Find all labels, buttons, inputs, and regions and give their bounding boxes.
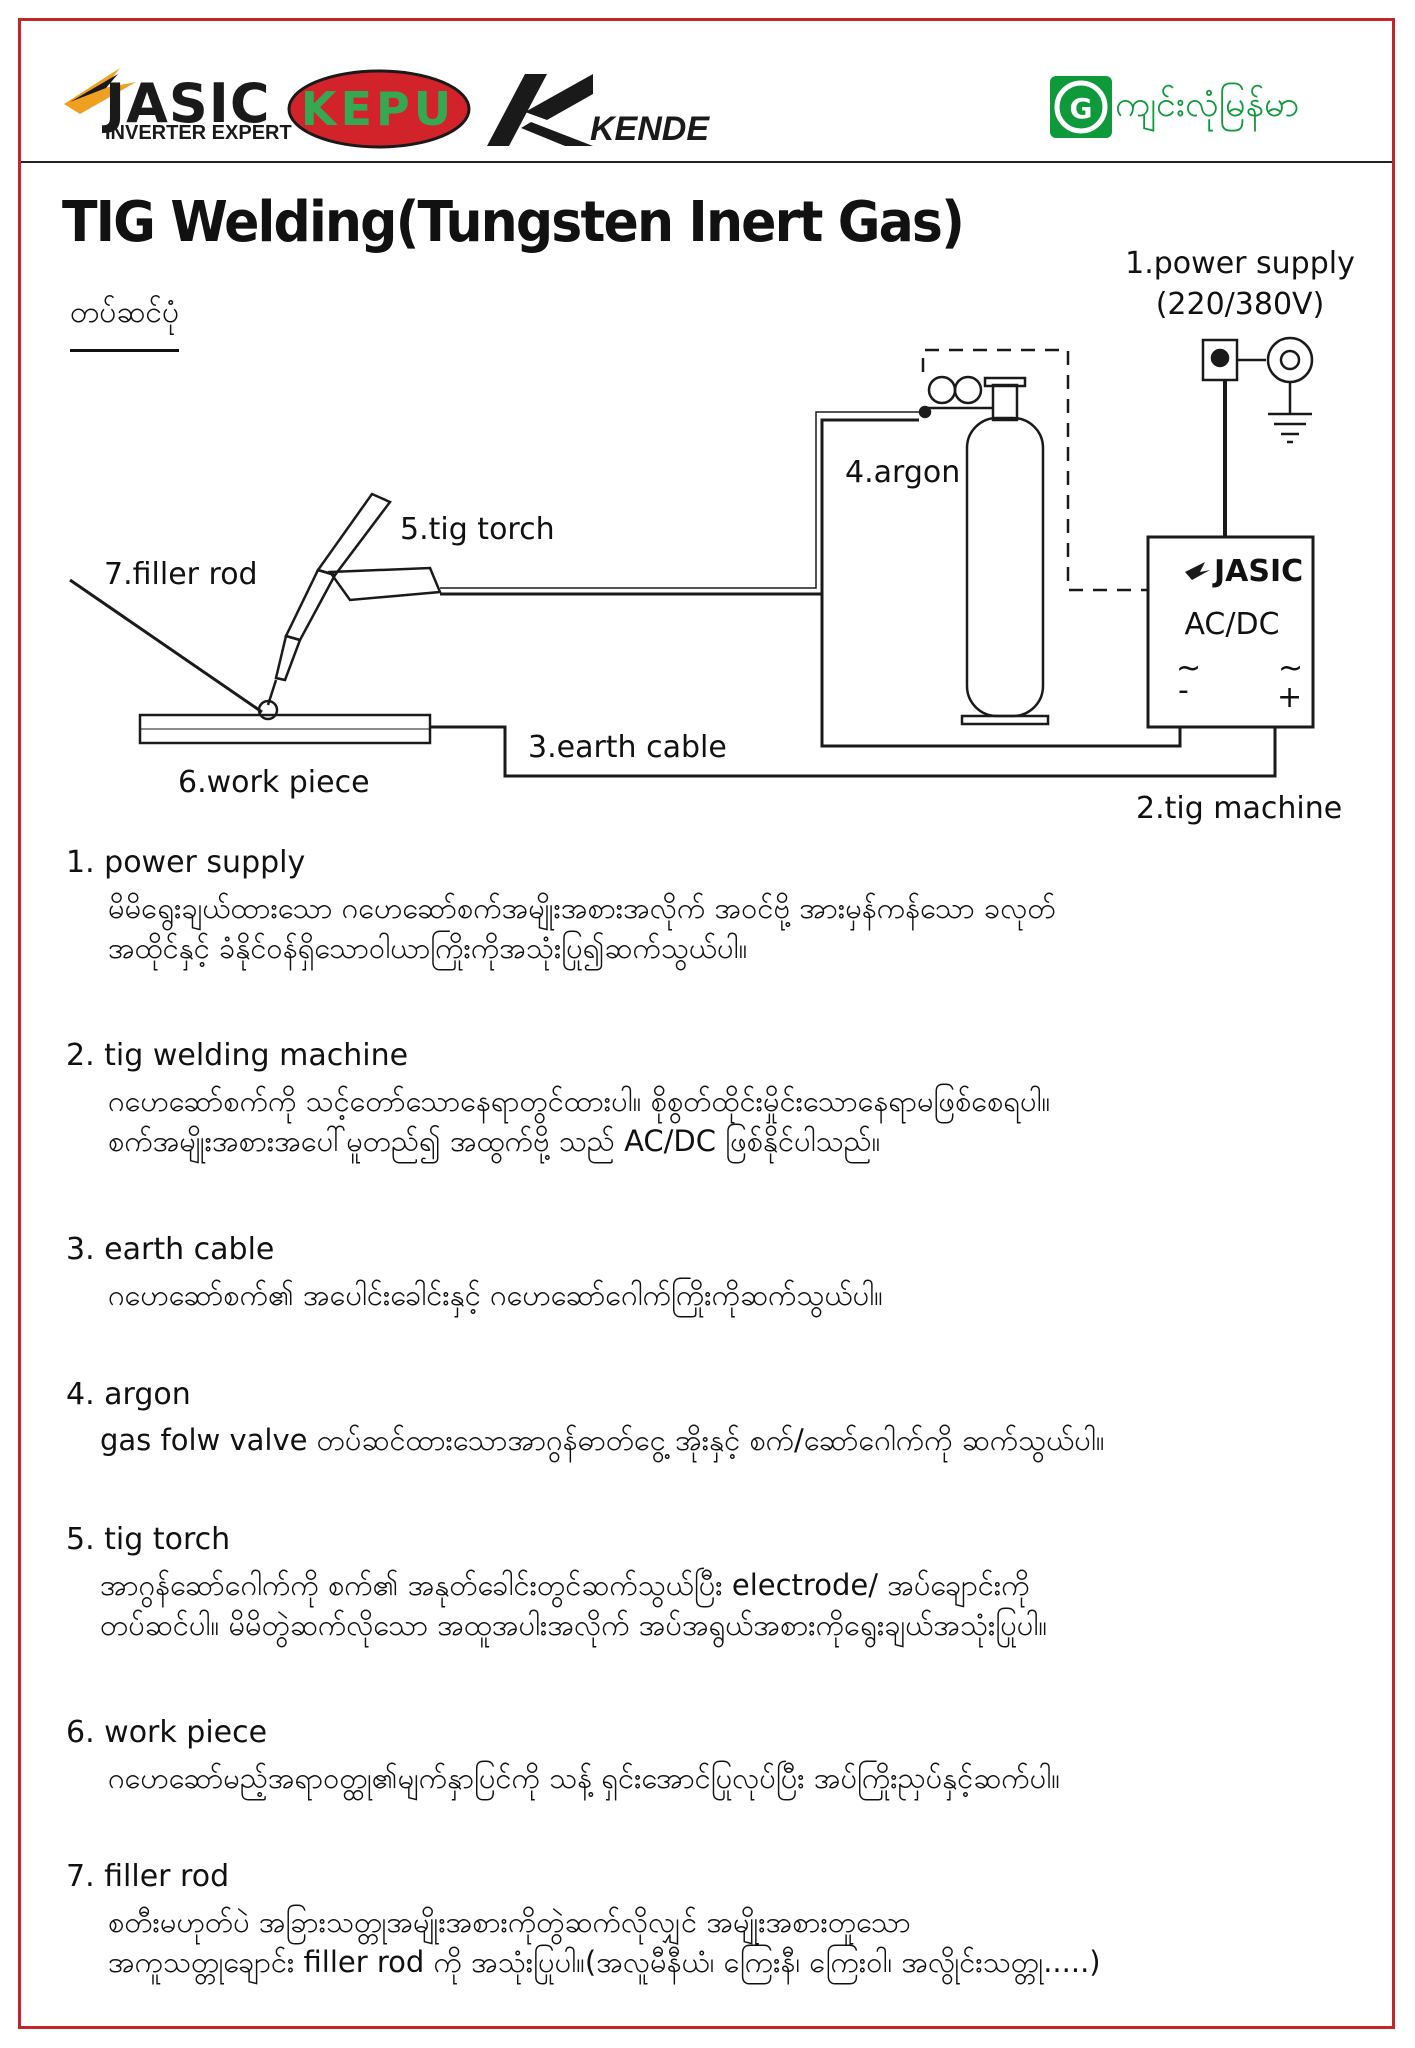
terminal-ac-mark-2: ~	[1278, 651, 1303, 686]
item-title: 3. earth cable	[66, 1232, 275, 1267]
torch-hose	[440, 418, 919, 596]
svg-text:G: G	[1070, 92, 1093, 125]
terminal-plus-label: +	[1277, 680, 1302, 715]
item-title: 4. argon	[66, 1377, 191, 1412]
power-supply-label: 1.power supply	[1125, 246, 1355, 281]
item-line: အကူသတ္တုချောင်း filler rod ကို အသုံးပြုပ…	[108, 1945, 1101, 1979]
kepu-logo-mark	[287, 69, 471, 149]
instruction-item: 6. work piece ဂဟေဆော်မည့်အရာဝတ္ထု၏မျက်နှ…	[66, 1715, 1366, 1798]
work-piece-label: 6.work piece	[178, 765, 370, 800]
instruction-item: 5. tig torch အာဂွန်ဆော်ဂေါက်ကို စက်၏ အနု…	[66, 1522, 1366, 1645]
instruction-item: 4. argon gas folw valve တပ်ဆင်ထားသောအာဂွ…	[66, 1377, 1366, 1460]
item-line: ဂဟေဆော်စက်ကို သင့်တော်သောနေရာတွင်ထားပါ။ …	[108, 1084, 1051, 1118]
instruction-item: 1. power supply မိမိရွေးချယ်ထားသော ဂဟေဆေ…	[66, 845, 1366, 968]
gj-logo-text: ကျင်းလုံမြန်မာ	[1115, 84, 1300, 125]
item-title: 2. tig welding machine	[66, 1038, 409, 1073]
tig-machine-box	[1146, 535, 1315, 729]
item-title: 1. power supply	[66, 845, 306, 880]
machine-brand-mark-icon	[1185, 562, 1210, 580]
earth-cable-line	[430, 725, 1277, 778]
poster-frame	[18, 18, 1395, 2029]
ground-icon	[1268, 412, 1312, 444]
kepu-logo-text: KEPU	[300, 82, 456, 136]
power-outlet-icon	[1266, 336, 1314, 384]
machine-brand: JASIC	[1212, 554, 1303, 589]
item-title: 6. work piece	[66, 1715, 268, 1750]
power-supply-voltage: (220/380V)	[1156, 287, 1325, 322]
item-line: ဂဟေဆော်စက်၏ အပေါင်းခေါင်းနှင့် ဂဟေဆော်ဂေ…	[108, 1278, 883, 1312]
item-line: မိမိရွေးချယ်ထားသော ဂဟေဆော်စက်အမျိုးအစားအ…	[108, 891, 1056, 925]
jasic-tagline: INVERTER EXPERT	[105, 122, 292, 144]
terminal-minus-label: -	[1178, 673, 1189, 708]
terminal-ac-mark: ~	[1176, 651, 1201, 686]
kende-logo-mark	[487, 74, 593, 146]
instruction-item: 7. filler rod စတီးမဟုတ်ပဲ အခြားသတ္တုအမျိ…	[66, 1859, 1366, 1982]
machine-mode: AC/DC	[1184, 607, 1279, 642]
instruction-item: 3. earth cable ဂဟေဆော်စက်၏ အပေါင်းခေါင်း…	[66, 1232, 1366, 1315]
filler-rod-label: 7.filler rod	[104, 557, 258, 592]
item-line: စတီးမဟုတ်ပဲ အခြားသတ္တုအမျိုးအစားကိုတွဲဆက…	[108, 1905, 911, 1939]
installation-subtitle: တပ်ဆင်ပုံ	[70, 292, 180, 352]
jasic-logo-mark	[64, 68, 136, 114]
item-title: 7. filler rod	[66, 1859, 230, 1894]
item-line: တပ်ဆင်ပါ။ မိမိတွဲဆက်လိုသော အထူအပါးအလိုက်…	[100, 1608, 1048, 1642]
earth-cable-label: 3.earth cable	[528, 730, 727, 765]
item-line: အထိုင်နှင့် ခံနိုင်ဝန်ရှိသောဝါယာကြိုးကို…	[108, 931, 748, 965]
gj-logo-mark: G	[1050, 76, 1112, 138]
instruction-item: 2. tig welding machine ဂဟေဆော်စက်ကို သင့…	[66, 1038, 1366, 1161]
tig-setup-diagram: JASIC AC/DC - + ~ ~ 1.power supply (220/…	[69, 246, 1355, 826]
kende-logo-text: KENDE	[590, 110, 710, 148]
item-line: gas folw valve တပ်ဆင်ထားသောအာဂွန်ဓာတ်ငွေ…	[100, 1423, 1105, 1457]
item-line: အာဂွန်ဆော်ဂေါက်ကို စက်၏ အနုတ်ခေါင်းတွင်ဆ…	[100, 1568, 1030, 1602]
gas-regulator-icon	[918, 375, 993, 419]
page-title: TIG Welding(Tungsten Inert Gas)	[62, 190, 965, 255]
logo-header	[21, 21, 1392, 163]
item-line: ဂဟေဆော်မည့်အရာဝတ္ထု၏မျက်နှာပြင်ကို သန့် …	[108, 1761, 1061, 1795]
torch-power-cable	[820, 594, 1182, 748]
item-line: စက်အမျိုးအစားအပေါ်မူတည်၍ အထွက်ဗို့ သည် A…	[108, 1124, 881, 1158]
argon-label: 4.argon	[845, 455, 960, 490]
filler-rod-line	[69, 578, 263, 714]
tig-torch-label: 5.tig torch	[400, 512, 555, 547]
tig-machine-label: 2.tig machine	[1136, 791, 1342, 826]
jasic-logo-text: JASIC	[105, 72, 271, 135]
tig-torch-icon	[257, 492, 442, 721]
argon-cylinder-icon	[960, 376, 1050, 726]
gas-dashed-line	[921, 348, 1148, 592]
item-title: 5. tig torch	[66, 1522, 231, 1557]
